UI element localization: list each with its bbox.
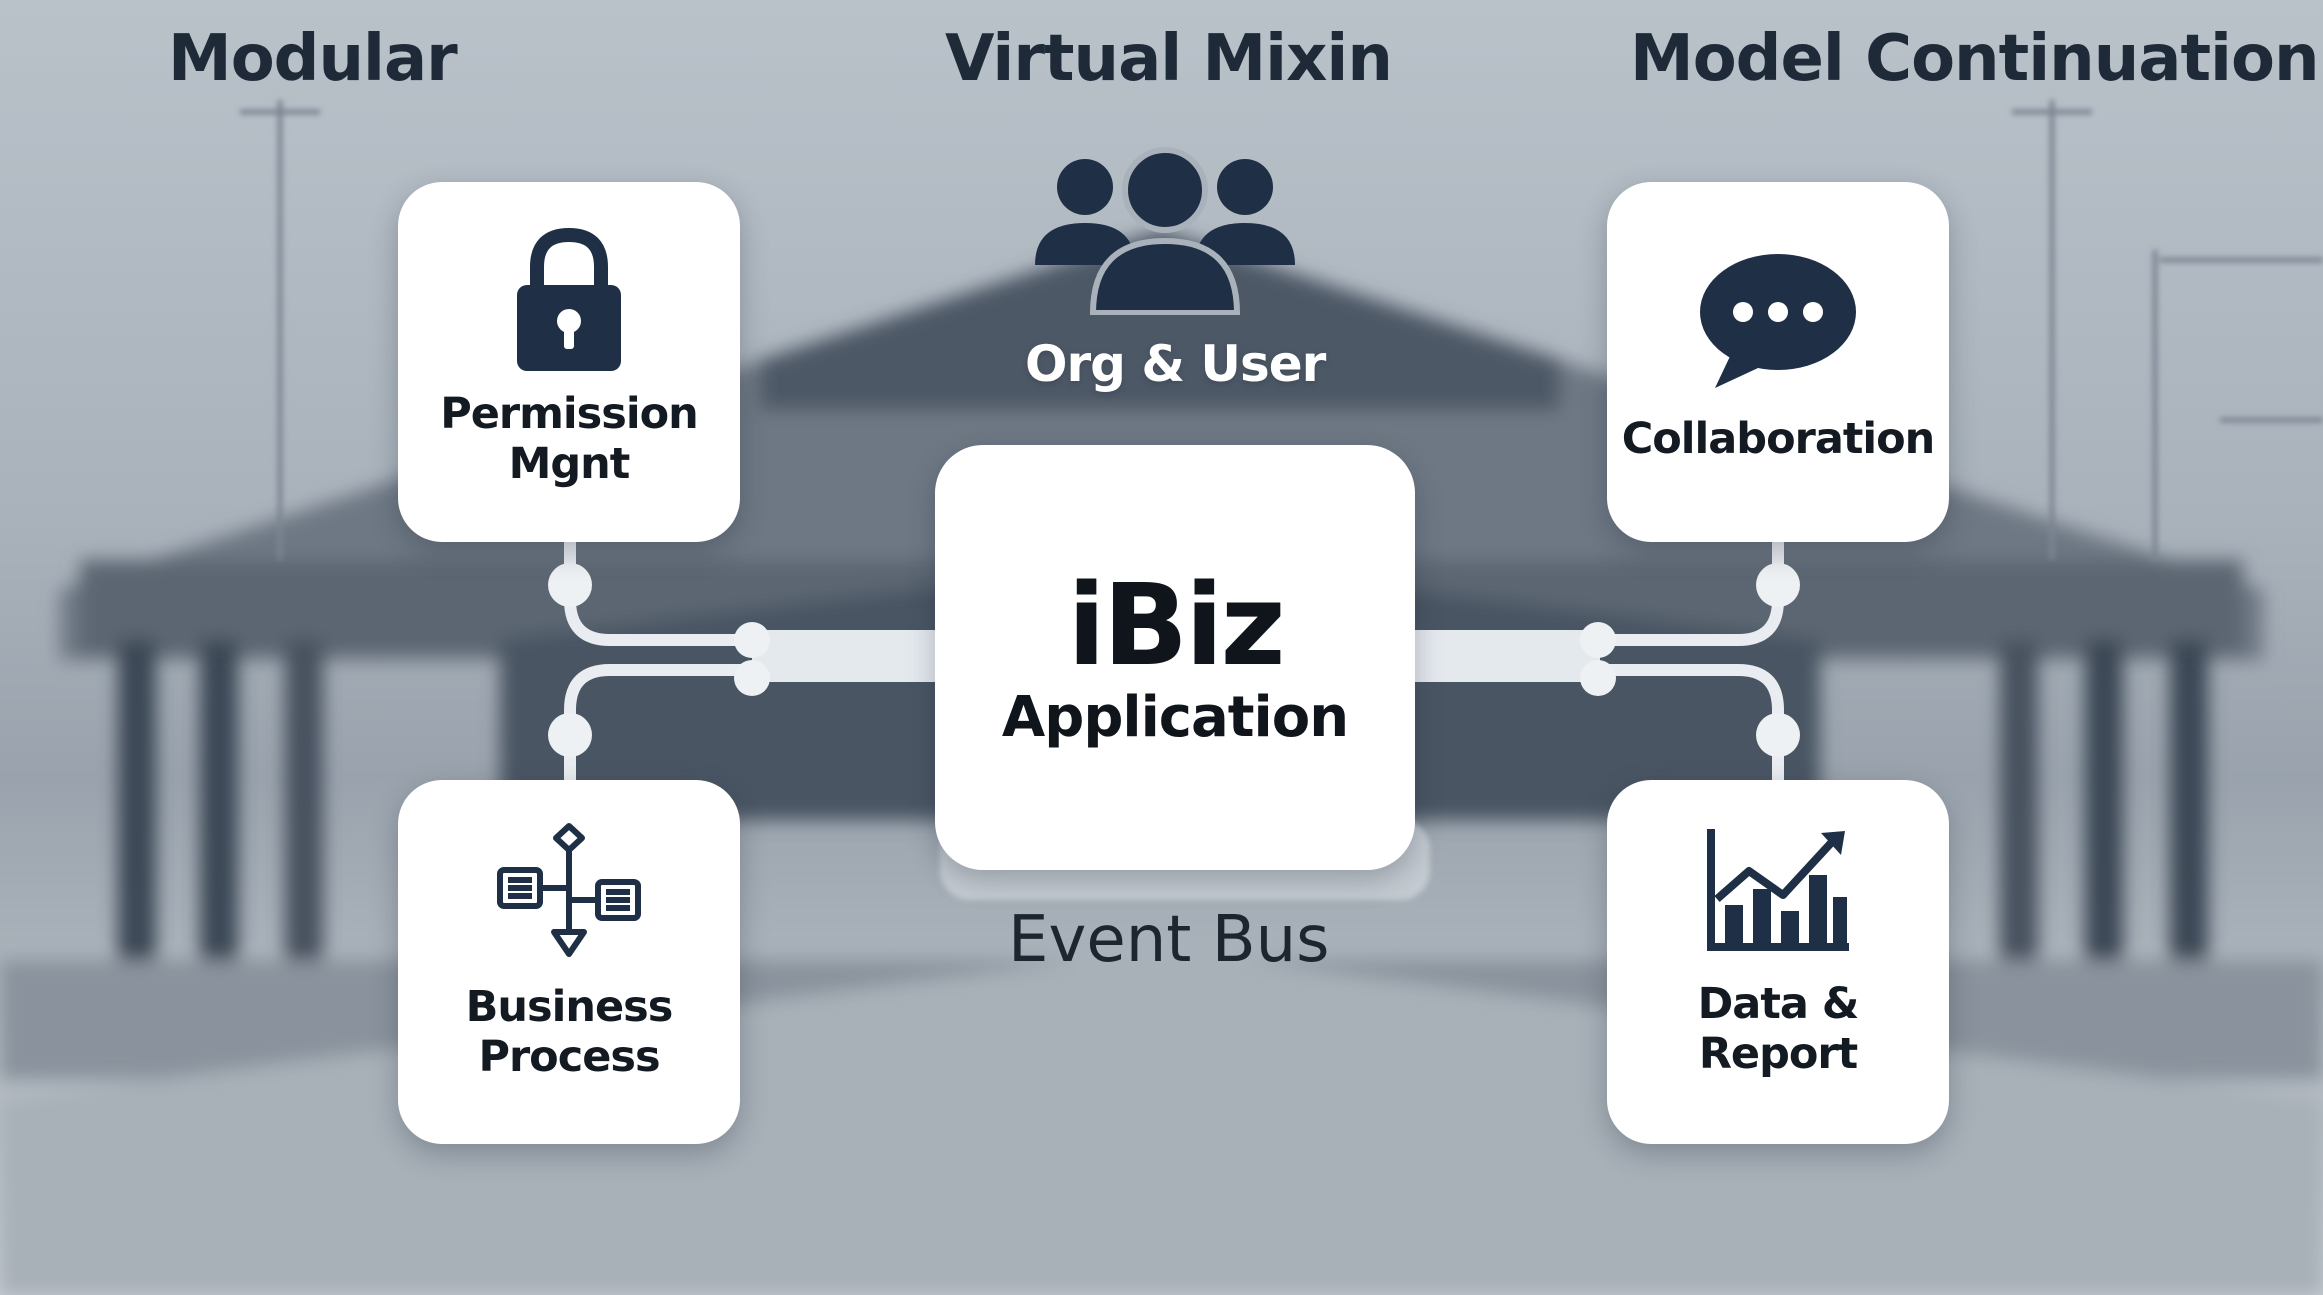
bus-bar-left [752,630,942,682]
bar-chart-icon [1703,825,1853,955]
column-title-virtual-mixin: Virtual Mixin [945,22,1393,96]
ibiz-application-card[interactable]: iBiz Application [935,445,1415,870]
center-subtitle: Application [1001,684,1349,750]
event-bus-label: Event Bus [1008,903,1330,977]
data-report-card[interactable]: Data & Report [1607,780,1949,1144]
collaboration-card[interactable]: Collaboration [1607,182,1949,542]
data-report-label: Data & Report [1697,979,1860,1079]
chat-bubble-icon [1693,250,1863,390]
business-process-card[interactable]: Business Process [398,780,740,1144]
users-group-icon [1035,145,1295,316]
collaboration-label: Collaboration [1621,414,1936,464]
lock-icon [509,225,629,375]
bus-bar-right [1410,630,1600,682]
org-user-label: Org & User [1025,335,1326,393]
permission-card[interactable]: Permission Mgnt [398,182,740,542]
connector-nodes [548,563,1800,757]
process-flow-icon [494,822,644,962]
column-title-modular: Modular [168,22,458,96]
column-title-model-continuation: Model Continuation [1630,22,2319,96]
permission-label: Permission Mgnt [440,389,699,489]
center-title: iBiz [1067,560,1285,691]
business-process-label: Business Process [465,982,674,1082]
